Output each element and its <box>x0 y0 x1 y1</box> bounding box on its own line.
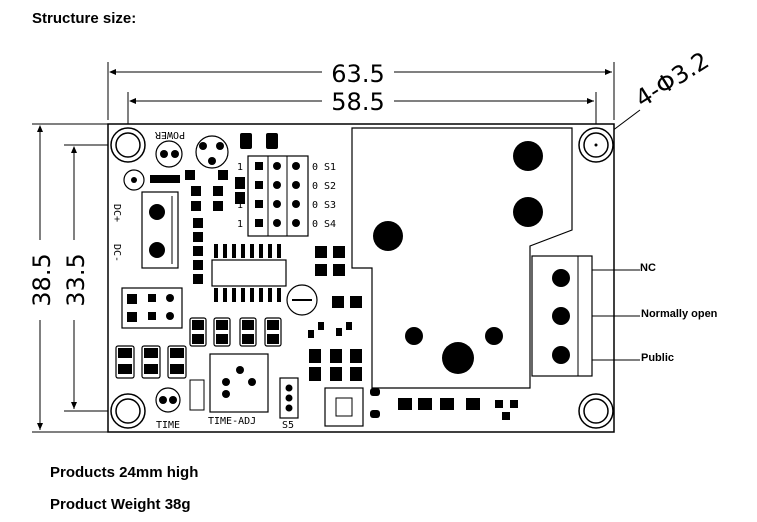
time-adj-label: TIME-ADJ <box>208 416 256 427</box>
width-outer-label: 63.5 <box>331 60 384 88</box>
switch-2-on: 1 <box>237 181 243 192</box>
page-title: Structure size: <box>32 10 137 27</box>
nc-label: NC <box>640 262 656 274</box>
product-weight: Product Weight 38g <box>50 496 191 513</box>
public-label: Public <box>641 352 675 364</box>
height-outer-label: 38.5 <box>28 253 56 306</box>
normally-open-label: Normally open <box>641 308 718 320</box>
time-label: TIME <box>156 420 180 431</box>
switch-4-on: 1 <box>237 219 243 230</box>
switch-1-on: 1 <box>237 162 243 173</box>
switch-3-on: 1 <box>237 200 243 211</box>
time-adj-pot <box>209 353 269 413</box>
height-holes-label: 33.5 <box>62 253 90 306</box>
relay <box>351 127 573 389</box>
dc-plus-label: DC+ <box>111 204 122 222</box>
mounting-hole-icon <box>110 127 614 429</box>
holes-label: 4-Φ3.2 <box>630 46 714 113</box>
switch-1-label: 0 S1 <box>312 162 336 173</box>
s5-label: S5 <box>282 420 294 431</box>
switch-3-label: 0 S3 <box>312 200 336 211</box>
ic-chip <box>211 259 287 287</box>
switch-2-label: 0 S2 <box>312 181 336 192</box>
product-height: Products 24mm high <box>50 464 199 481</box>
power-label: POWER <box>154 129 185 140</box>
width-holes-label: 58.5 <box>331 88 384 116</box>
dc-minus-label: DC- <box>111 244 122 262</box>
switch-4-label: 0 S4 <box>312 219 336 230</box>
power-led-icon <box>155 140 183 168</box>
